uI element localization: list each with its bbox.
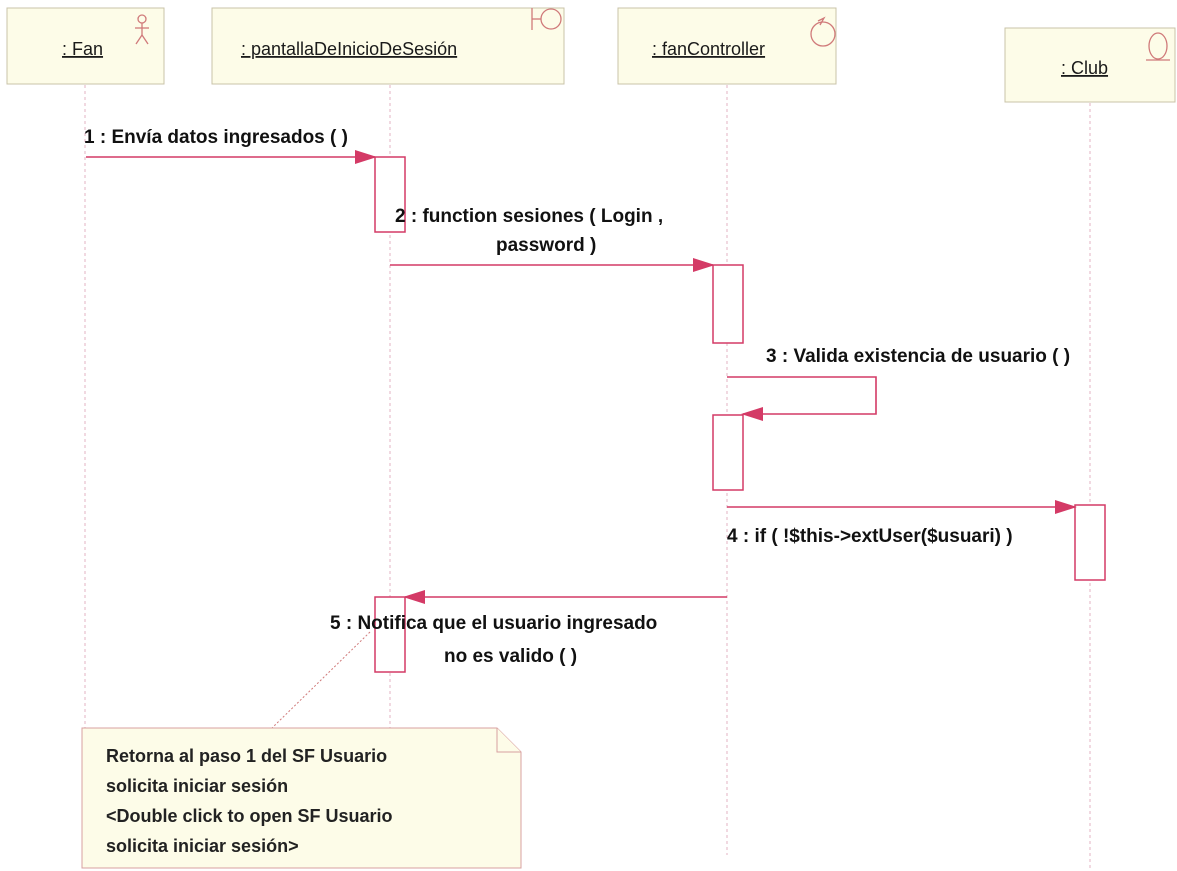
note[interactable]: Retorna al paso 1 del SF Usuario solicit… bbox=[81, 727, 522, 869]
activation-pantalla-2 bbox=[374, 596, 406, 673]
message-5-label-line-2: no es valido ( ) bbox=[444, 646, 577, 667]
message-4-label: 4 : if ( !$this->extUser($usuari) ) bbox=[727, 526, 1013, 547]
message-3-label: 3 : Valida existencia de usuario ( ) bbox=[766, 346, 1070, 367]
actor-icon bbox=[135, 14, 149, 45]
message-1-label: 1 : Envía datos ingresados ( ) bbox=[84, 127, 348, 148]
note-line-1: Retorna al paso 1 del SF Usuario bbox=[106, 746, 387, 766]
control-icon bbox=[810, 16, 836, 47]
message-3[interactable]: 3 : Valida existencia de usuario ( ) bbox=[727, 346, 1070, 421]
message-1[interactable]: 1 : Envía datos ingresados ( ) bbox=[84, 127, 377, 164]
object-club[interactable]: : Club bbox=[1004, 27, 1176, 103]
activation-controller-2 bbox=[712, 414, 744, 491]
boundary-icon bbox=[531, 8, 562, 30]
object-club-label: : Club bbox=[1061, 58, 1108, 78]
object-controller[interactable]: : fanController bbox=[617, 7, 837, 85]
object-fan[interactable]: : Fan bbox=[6, 7, 165, 85]
object-fan-label: : Fan bbox=[62, 39, 103, 59]
object-pantalla-label: : pantallaDeInicioDeSesión bbox=[241, 39, 457, 59]
object-pantalla[interactable]: : pantallaDeInicioDeSesión bbox=[211, 7, 565, 85]
object-controller-label: : fanController bbox=[652, 39, 765, 59]
entity-icon bbox=[1146, 32, 1170, 61]
message-4[interactable]: 4 : if ( !$this->extUser($usuari) ) bbox=[727, 500, 1077, 547]
message-5[interactable]: 5 : Notifica que el usuario ingresado no… bbox=[330, 590, 727, 667]
note-line-3: <Double click to open SF Usuario bbox=[106, 806, 393, 826]
activation-club-1 bbox=[1074, 504, 1106, 581]
activation-controller-1 bbox=[712, 264, 744, 344]
note-connector bbox=[271, 631, 371, 729]
message-2-label-line-2: password ) bbox=[496, 235, 596, 256]
message-5-label-line-1: 5 : Notifica que el usuario ingresado bbox=[330, 613, 657, 634]
message-2[interactable]: 2 : function sesiones ( Login , password… bbox=[390, 206, 715, 272]
message-2-label-line-1: 2 : function sesiones ( Login , bbox=[395, 206, 663, 227]
note-line-4: solicita iniciar sesión> bbox=[106, 836, 299, 856]
note-line-2: solicita iniciar sesión bbox=[106, 776, 288, 796]
activation-pantalla-1 bbox=[374, 156, 406, 233]
